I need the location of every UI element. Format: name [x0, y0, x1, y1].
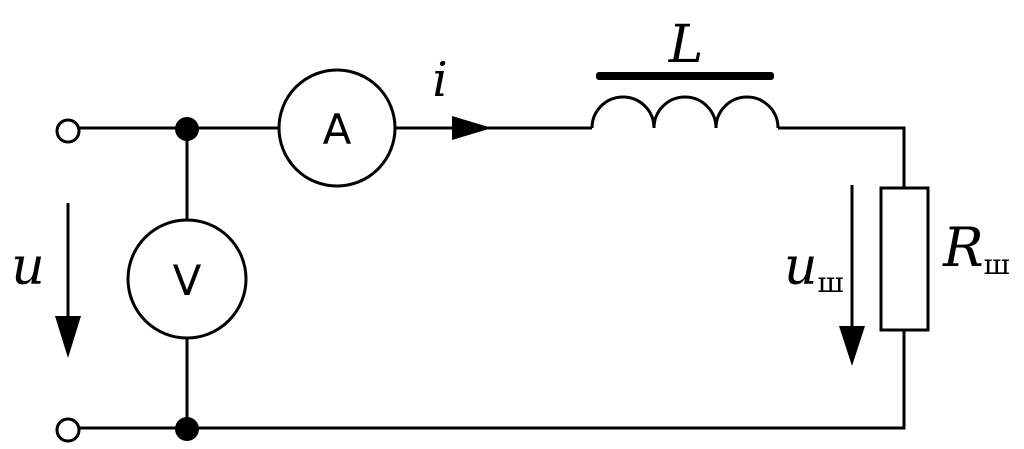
junction-node-top — [175, 117, 199, 141]
input-voltage-arrow — [55, 203, 81, 358]
wire-inductor-to-resistor — [778, 126, 906, 188]
current-label: i — [432, 52, 447, 108]
shunt-resistor-label: Rш — [942, 216, 1010, 281]
inductor-core-bar — [596, 72, 774, 80]
voltmeter: V — [126, 218, 248, 340]
inductance-label: L — [668, 15, 704, 75]
ammeter-circle — [277, 68, 397, 188]
input-terminal-top — [55, 118, 81, 144]
ammeter-label: A — [323, 105, 352, 154]
shunt-resistor-label-sub: ш — [984, 248, 1010, 281]
shunt-voltage-arrow-head — [839, 326, 865, 366]
wire-resistor-to-bottom — [187, 330, 906, 430]
shunt-resistor: Rш — [879, 186, 1010, 332]
current-arrow — [452, 116, 492, 140]
voltmeter-label: V — [173, 256, 202, 305]
input-terminal-bottom — [55, 417, 81, 443]
shunt-voltage-label: uш — [784, 237, 844, 299]
inductor: L — [590, 15, 780, 129]
junction-node-bottom — [175, 417, 199, 441]
ammeter: A — [277, 68, 397, 188]
inductor-coil — [590, 95, 780, 129]
shunt-resistor-label-main: R — [942, 216, 984, 279]
shunt-resistor-body — [879, 186, 930, 332]
shunt-voltage-arrow — [839, 185, 865, 366]
input-voltage-arrow-head — [55, 316, 81, 358]
voltmeter-circle — [126, 218, 248, 340]
input-voltage-label: u — [11, 237, 45, 297]
shunt-voltage-label-main: u — [784, 237, 818, 297]
shunt-voltage-label-sub: ш — [818, 266, 844, 299]
